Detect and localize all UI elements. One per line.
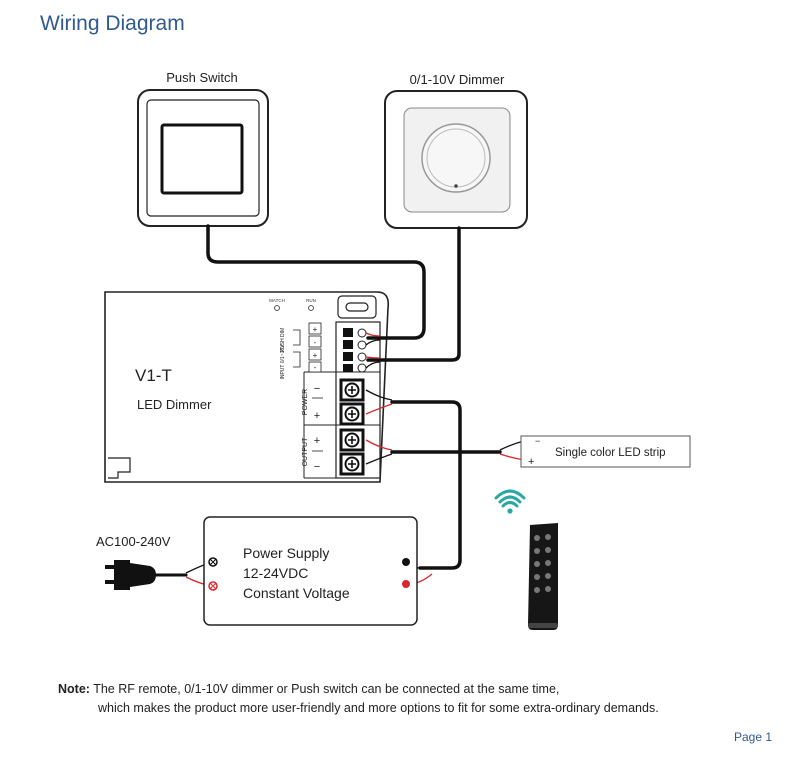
note-prefix: Note: xyxy=(58,682,90,696)
power-label: POWER xyxy=(302,389,309,415)
match-button[interactable] xyxy=(274,305,280,311)
terminal-sign: + xyxy=(313,351,318,360)
v1t-controller: MATCH RUN V1-T LED Dimmer PUSH DIM INPUT… xyxy=(104,291,390,483)
match-label: MATCH xyxy=(269,298,285,303)
power-supply: Power Supply 12-24VDC Constant Voltage xyxy=(203,516,418,626)
output-minus-sign: − xyxy=(314,461,320,473)
terminal-sign: - xyxy=(314,338,317,347)
dimmer-knob xyxy=(421,123,491,193)
wifi-icon xyxy=(494,489,526,514)
input-terminals xyxy=(343,328,367,373)
ps-output-minus xyxy=(402,558,410,566)
run-label: RUN xyxy=(306,298,316,303)
push-switch-wire xyxy=(206,224,426,340)
terminal-sign: + xyxy=(313,325,318,334)
push-switch xyxy=(137,89,269,227)
note-line-1: Note: The RF remote, 0/1-10V dimmer or P… xyxy=(58,680,758,699)
led-strip-plus: + xyxy=(528,456,534,468)
note: Note: The RF remote, 0/1-10V dimmer or P… xyxy=(58,680,758,718)
screw-terminal xyxy=(339,402,365,426)
ac-input-label: AC100-240V xyxy=(96,534,171,549)
screw-terminal xyxy=(339,428,365,452)
terminal-sign: - xyxy=(314,363,317,372)
power-supply-line2: 12-24VDC xyxy=(243,565,308,581)
led-strip: − + Single color LED strip xyxy=(520,435,691,468)
output-label: OUTPUT xyxy=(302,437,309,467)
screw-terminal xyxy=(339,378,365,402)
screw-terminal xyxy=(339,452,365,476)
model-name: V1-T xyxy=(135,366,172,385)
push-dim-label: PUSH DIM xyxy=(280,328,286,352)
model-subtitle: LED Dimmer xyxy=(137,397,212,412)
run-indicator xyxy=(308,305,314,311)
ac-plug-icon xyxy=(105,560,156,590)
power-minus-sign: − xyxy=(314,383,320,395)
power-plus-sign: + xyxy=(314,410,320,422)
page-title: Wiring Diagram xyxy=(40,12,185,35)
input-label: INPUT 0/1~10V xyxy=(280,344,286,380)
power-supply-line3: Constant Voltage xyxy=(243,585,350,601)
page-number: Page 1 xyxy=(734,730,773,744)
dimmer-wire xyxy=(366,226,461,362)
note-line-2: which makes the product more user-friend… xyxy=(98,701,659,715)
note-line1-text: The RF remote, 0/1-10V dimmer or Push sw… xyxy=(89,682,560,696)
output-plus-sign: + xyxy=(314,435,320,447)
rf-remote-icon xyxy=(528,523,558,630)
led-strip-label: Single color LED strip xyxy=(555,447,666,459)
push-switch-label: Push Switch xyxy=(166,70,238,85)
dimmer-0-10v xyxy=(384,90,528,229)
power-wire xyxy=(390,400,462,570)
ps-output-plus xyxy=(402,580,410,588)
led-strip-minus: − xyxy=(535,436,540,446)
dimmer-label: 0/1-10V Dimmer xyxy=(410,72,505,87)
power-supply-line1: Power Supply xyxy=(243,545,329,561)
